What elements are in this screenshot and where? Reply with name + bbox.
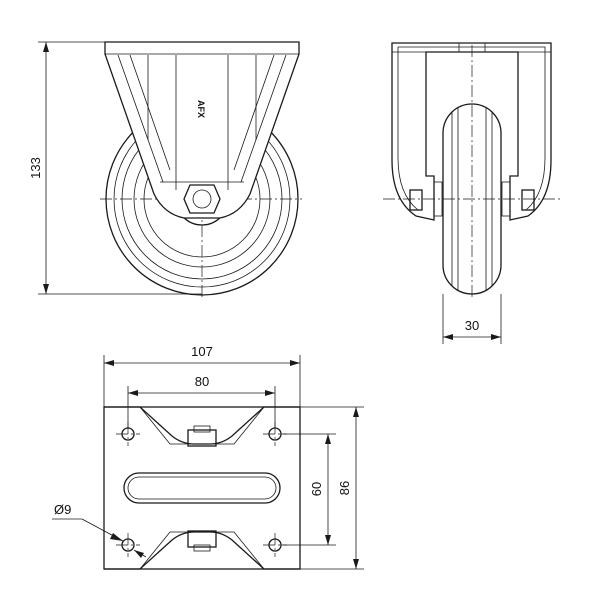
dimension-bolt-length: 80 [127, 374, 276, 428]
top-plate [103, 406, 301, 570]
front-fork [104, 41, 300, 219]
side-fork [391, 42, 552, 221]
axle-nut [183, 184, 221, 214]
dimension-plate-width-label: 86 [337, 481, 352, 495]
dimension-bolt-width-label: 60 [309, 482, 324, 496]
dimension-bolt-width: 60 [281, 433, 336, 546]
center-slot [123, 472, 281, 504]
dimension-overall-height: 133 [28, 41, 202, 295]
dimension-plate-width: 86 [300, 406, 364, 570]
dimension-bolt-length-label: 80 [195, 374, 209, 389]
side-wheel [442, 103, 502, 295]
dimension-overall-height-label: 133 [28, 157, 43, 179]
bolt-holes [116, 422, 287, 557]
dimension-hole-diameter-label: Ø9 [54, 502, 71, 517]
dimension-hole-diameter: Ø9 [52, 502, 147, 558]
dimension-plate-length: 107 [103, 344, 301, 407]
brand-logo: AFX [196, 100, 206, 118]
side-view [383, 42, 560, 300]
dimension-wheel-width-label: 30 [465, 318, 479, 333]
top-plate-view [103, 406, 301, 570]
front-view: AFX [100, 41, 302, 300]
dimension-wheel-width: 30 [442, 294, 502, 344]
dimension-plate-length-label: 107 [191, 344, 213, 359]
